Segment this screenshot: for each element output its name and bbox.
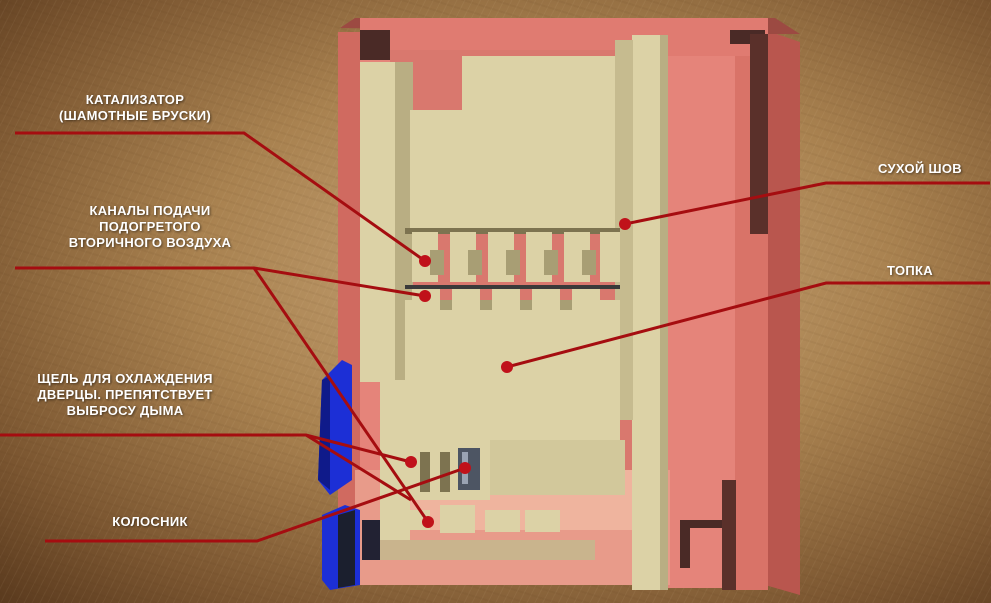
pointer-channels-lower [252,267,430,523]
label-door-gap: ЩЕЛЬ ДЛЯ ОХЛАЖДЕНИЯ ДВЕРЦЫ. ПРЕПЯТСТВУЕТ… [37,371,213,418]
pointer-firebox [506,281,990,369]
brick-side-face [765,30,800,595]
brick-top-band [360,18,768,56]
grate [380,438,595,560]
inner-shadows [360,30,768,590]
dot-dry-seam [619,218,631,230]
dot-catalyst [419,255,431,267]
dot-firebox [501,361,513,373]
firebox-chamotte [405,300,620,440]
pointer-catalyst [15,131,426,263]
label-dry-seam: СУХОЙ ШОВ [878,161,962,176]
upper-chamotte-block [410,56,625,230]
label-grate: КОЛОСНИК [112,514,188,529]
label-catalyst: КАТАЛИЗАТОР (ШАМОТНЫЕ БРУСКИ) [58,92,212,123]
lower-ledge [485,440,625,495]
cleanout-opening [680,520,722,568]
catalyst-bricks [405,228,620,282]
label-firebox: ТОПКА [887,263,933,278]
pointer-lines [0,131,990,543]
door [318,360,380,590]
label-air-channels: КАНАЛЫ ПОДАЧИ ПОДОГРЕТОГО ВТОРИЧНОГО ВОЗ… [68,203,232,250]
pointer-gap-lower [305,433,412,502]
pointer-grate [45,466,466,543]
pointer-dry-seam [624,181,990,226]
pointer-dots [405,218,631,528]
air-channels [405,285,620,311]
dot-grate [459,462,471,474]
dot-channels [419,290,431,302]
dot-gap [405,456,417,468]
dot-channels-low [422,516,434,528]
chamotte-lining [360,35,668,590]
